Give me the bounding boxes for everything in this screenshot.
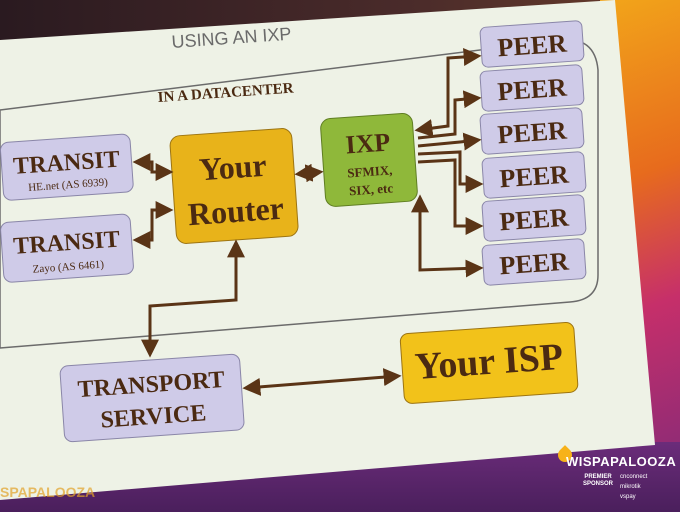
sponsor-3: vspay bbox=[620, 494, 636, 500]
router-box: Your Router bbox=[169, 128, 299, 244]
event-name: WISPAPALOOZA bbox=[566, 454, 677, 469]
peer-label-1: PEER bbox=[497, 29, 568, 63]
event-logo-left: SPAPALOOZA bbox=[0, 484, 96, 500]
peer-box-1: PEER bbox=[479, 20, 585, 68]
peer-box-5: PEER bbox=[481, 194, 587, 242]
peer-label-6: PEER bbox=[499, 247, 570, 281]
router-line1: Your bbox=[198, 147, 268, 188]
peer-box-3: PEER bbox=[479, 107, 585, 155]
ixp-line2: SIX, etc bbox=[349, 180, 394, 198]
peer-box-2: PEER bbox=[479, 64, 585, 112]
transport-box: TRANSPORT SERVICE bbox=[59, 353, 245, 443]
ixp-line1: SFMIX, bbox=[347, 162, 393, 180]
premier-sponsor-label: PREMIER SPONSOR bbox=[582, 474, 613, 487]
transit-box-2: TRANSIT Zayo (AS 6461) bbox=[0, 213, 134, 283]
sponsor-1: cnconnect bbox=[620, 474, 648, 480]
ixp-title: IXP bbox=[344, 127, 391, 159]
ixp-box: IXP SFMIX, SIX, etc bbox=[320, 113, 418, 207]
peer-label-4: PEER bbox=[499, 160, 570, 194]
peer-box-4: PEER bbox=[481, 151, 587, 199]
sponsor-2: mikrotik bbox=[620, 484, 641, 490]
router-line2: Router bbox=[187, 190, 285, 233]
peer-label-5: PEER bbox=[499, 203, 570, 237]
sponsor-list: cnconnect mikrotik vspay bbox=[620, 472, 647, 502]
transit-1-sub: HE.net (AS 6939) bbox=[28, 176, 109, 194]
isp-box: Your ISP bbox=[399, 321, 579, 404]
peer-label-2: PEER bbox=[497, 73, 568, 107]
peer-label-3: PEER bbox=[497, 116, 568, 150]
transit-box-1: TRANSIT HE.net (AS 6939) bbox=[0, 133, 134, 201]
event-logo: WISPAPALOOZA PREMIER SPONSOR cnconnect m… bbox=[555, 445, 678, 508]
peer-box-6: PEER bbox=[481, 238, 587, 286]
transit-2-sub: Zayo (AS 6461) bbox=[32, 259, 104, 276]
connection-arrows bbox=[132, 47, 484, 396]
isp-label: Your ISP bbox=[414, 336, 565, 388]
